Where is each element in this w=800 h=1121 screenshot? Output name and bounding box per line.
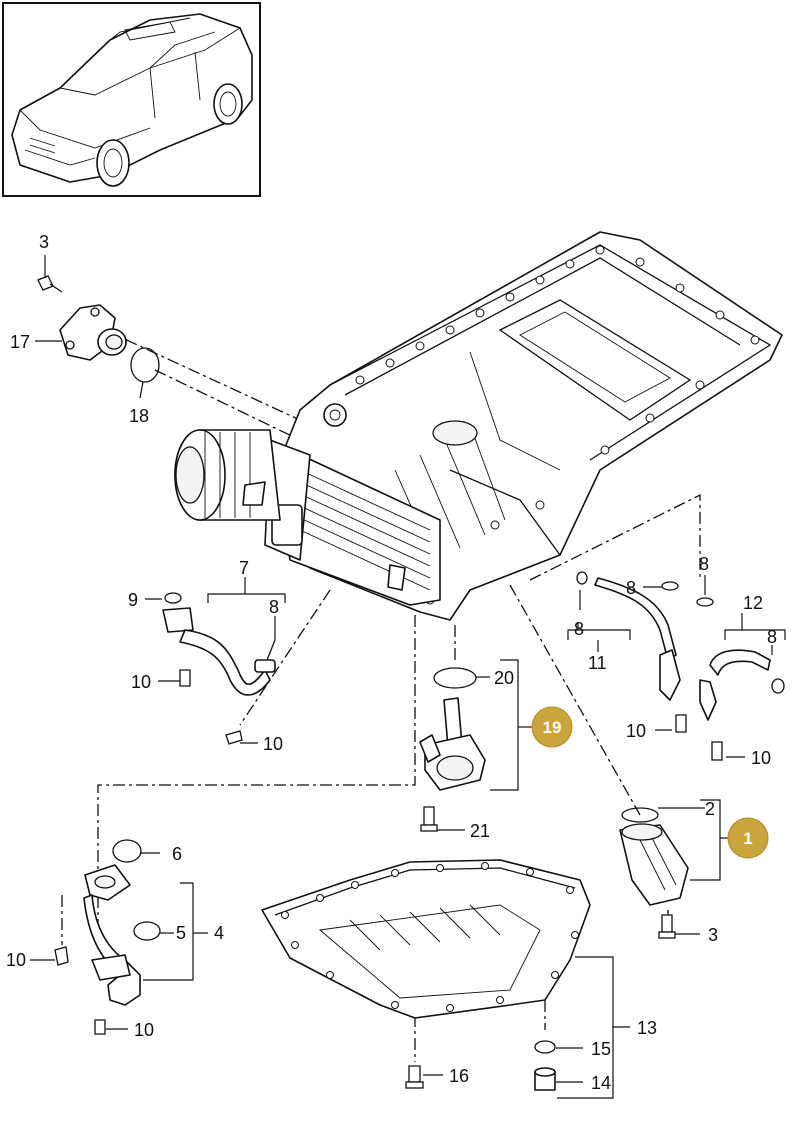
label-5: 5 bbox=[176, 923, 186, 943]
label-6: 6 bbox=[172, 844, 182, 864]
label-4: 4 bbox=[214, 923, 224, 943]
label-8-right: 8 bbox=[767, 627, 777, 647]
label-9: 9 bbox=[128, 590, 138, 610]
label-7: 7 bbox=[239, 558, 249, 578]
part-15-seal bbox=[534, 1040, 556, 1054]
label-10-right-b: 10 bbox=[751, 748, 771, 768]
part-3-bolt-top bbox=[37, 275, 63, 293]
label-13: 13 bbox=[637, 1018, 657, 1038]
label-20: 20 bbox=[494, 668, 514, 688]
part-1-oil-suction-pipe bbox=[619, 823, 689, 906]
label-10-left-a: 10 bbox=[131, 672, 151, 692]
label-17: 17 bbox=[10, 332, 30, 352]
label-15: 15 bbox=[591, 1039, 611, 1059]
part-13-lower-oil-pan bbox=[261, 859, 591, 1019]
part-12-pipe bbox=[696, 597, 785, 721]
part-7-pipe-left bbox=[162, 592, 276, 696]
label-8-mid-c: 8 bbox=[699, 554, 709, 574]
part-21-bolt bbox=[420, 806, 438, 832]
label-10-right-a: 10 bbox=[626, 721, 646, 741]
badge-1[interactable]: 1 bbox=[727, 817, 769, 859]
label-16: 16 bbox=[449, 1066, 469, 1086]
label-2: 2 bbox=[705, 799, 715, 819]
badge-19[interactable]: 19 bbox=[531, 706, 573, 748]
part-19-oil-level-sensor bbox=[419, 697, 486, 791]
part-20-o-ring bbox=[433, 667, 477, 689]
label-10-bottom-b: 10 bbox=[134, 1020, 154, 1040]
label-11: 11 bbox=[588, 653, 607, 673]
label-8-mid-a: 8 bbox=[574, 619, 584, 639]
part-5-seal bbox=[133, 921, 161, 941]
label-10-left-b: 10 bbox=[263, 734, 283, 754]
part-14-drain-plug bbox=[534, 1067, 556, 1091]
badge-1-text: 1 bbox=[743, 829, 752, 848]
lower-pan-bolt-holes bbox=[281, 862, 579, 1012]
suv-drawing bbox=[11, 13, 253, 187]
part-labels: 3 17 18 7 9 8 10 10 20 21 8 8 8 11 12 8 … bbox=[6, 232, 777, 1093]
label-10-bottom-a: 10 bbox=[6, 950, 26, 970]
leader-lines bbox=[30, 255, 786, 1099]
label-14: 14 bbox=[591, 1073, 611, 1093]
oil-cooler-housing bbox=[174, 429, 441, 606]
part-17-flange bbox=[59, 304, 127, 361]
part-10-bolts-right bbox=[675, 714, 723, 761]
part-4-oil-pipe bbox=[83, 864, 141, 1006]
part-11-pipe bbox=[576, 571, 681, 701]
label-21: 21 bbox=[470, 821, 490, 841]
label-12: 12 bbox=[743, 593, 763, 613]
part-10-bolts-left bbox=[179, 669, 243, 745]
badge-19-text: 19 bbox=[543, 718, 562, 737]
label-8-mid-b: 8 bbox=[626, 578, 636, 598]
label-3-bottom: 3 bbox=[708, 925, 718, 945]
part-10-bolts-bottom-left bbox=[54, 946, 106, 1035]
label-3-top: 3 bbox=[39, 232, 49, 252]
label-18: 18 bbox=[129, 406, 149, 426]
part-18-o-ring bbox=[130, 347, 160, 383]
pan-bolt-holes bbox=[355, 245, 760, 605]
vehicle-thumbnail bbox=[2, 2, 261, 197]
label-8-left: 8 bbox=[269, 597, 279, 617]
part-16-bolt bbox=[405, 1065, 424, 1089]
part-2-seal bbox=[621, 807, 659, 823]
part-6-seal bbox=[112, 839, 142, 863]
part-3-bolt-bottom bbox=[658, 914, 676, 939]
